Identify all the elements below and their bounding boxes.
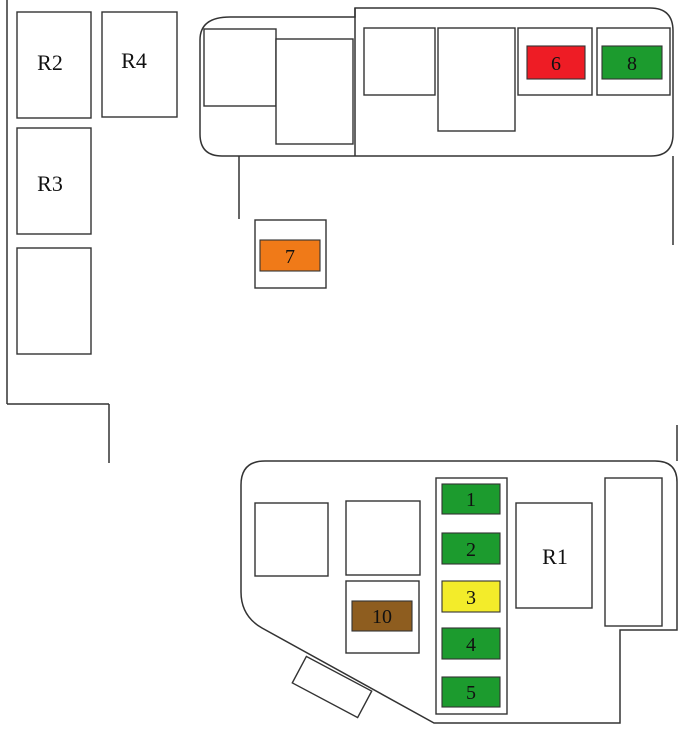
fuse-4: 4 bbox=[441, 627, 501, 660]
top-slot-b bbox=[275, 38, 354, 145]
fuse-4-label: 4 bbox=[466, 634, 476, 656]
relay-r4-label: R4 bbox=[121, 48, 147, 73]
fuse-5: 5 bbox=[441, 676, 501, 708]
top-slot-d bbox=[437, 27, 516, 132]
top-module bbox=[199, 7, 674, 245]
relay-r1-label: R1 bbox=[542, 544, 568, 569]
bottom-slot-a bbox=[254, 502, 329, 577]
fuse-3-label: 3 bbox=[466, 587, 476, 609]
fuse-1: 1 bbox=[441, 483, 501, 515]
relay-r2: R2 bbox=[16, 11, 92, 119]
fuse-10: 10 bbox=[351, 600, 413, 632]
fuse-10-label: 10 bbox=[372, 606, 392, 628]
fuse-6-label: 6 bbox=[551, 53, 561, 75]
top-slot-c bbox=[363, 27, 436, 96]
empty-relay-slot bbox=[16, 247, 92, 355]
fuse-8-label: 8 bbox=[627, 53, 637, 75]
left-frame bbox=[6, 0, 110, 463]
relay-r1 bbox=[515, 502, 593, 609]
fuse-2: 2 bbox=[441, 532, 501, 565]
fuse-7-label: 7 bbox=[285, 246, 295, 268]
fuse-7: 7 bbox=[254, 219, 327, 289]
relay-r4: R4 bbox=[101, 11, 178, 118]
bottom-slot-b bbox=[345, 500, 421, 576]
bottom-right-slot bbox=[604, 477, 663, 627]
fuse-2-label: 2 bbox=[466, 539, 476, 561]
fuse-5-label: 5 bbox=[466, 682, 476, 704]
fuse-1-label: 1 bbox=[466, 489, 476, 511]
relay-r3: R3 bbox=[16, 127, 92, 235]
relay-r2-label: R2 bbox=[37, 50, 63, 75]
relay-r3-label: R3 bbox=[37, 171, 63, 196]
connector-block bbox=[291, 655, 373, 719]
fuse-6: 6 bbox=[526, 45, 586, 80]
top-slot-a bbox=[203, 28, 277, 107]
fuse-8: 8 bbox=[601, 45, 663, 80]
fuse-3: 3 bbox=[441, 580, 501, 613]
